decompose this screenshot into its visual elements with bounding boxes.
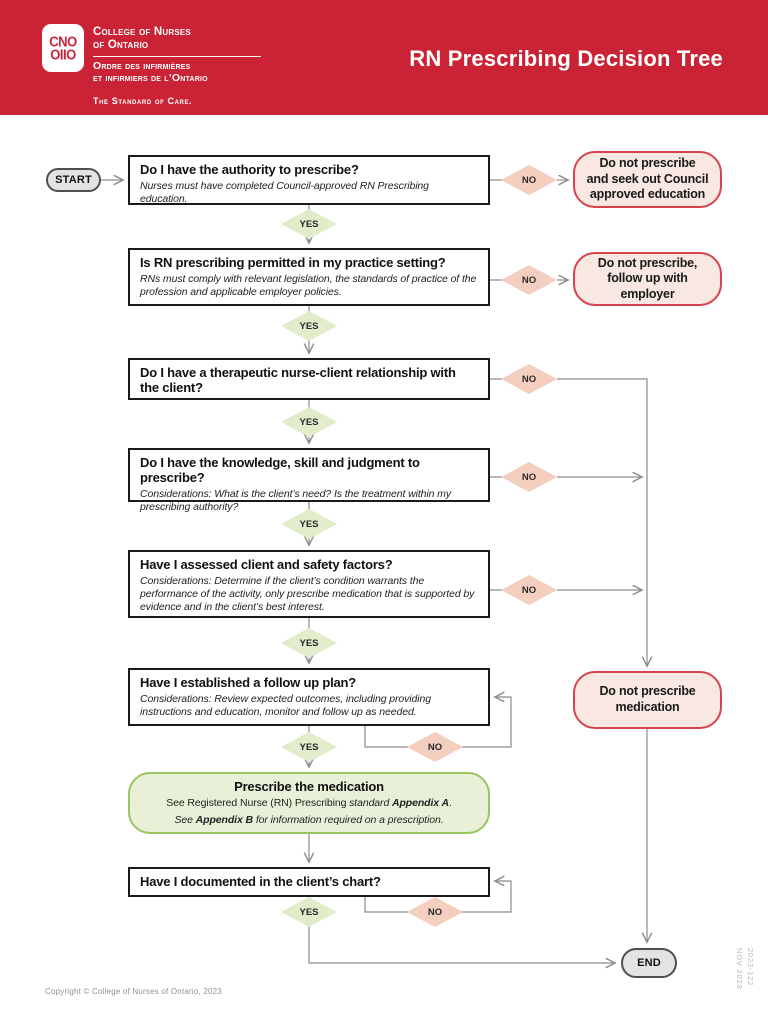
prescribe-note-line2: See Appendix B for information required … <box>174 814 443 828</box>
no-diamond: NO <box>501 462 557 492</box>
org-name-divider <box>93 55 261 57</box>
outcome-line: follow up with <box>607 271 688 286</box>
question-note: Considerations: What is the client’s nee… <box>140 487 451 513</box>
org-name-fr-line2: et infirmiers de l’Ontario <box>93 71 208 84</box>
no-diamond: NO <box>501 165 557 195</box>
document-code: NOV 2023 2023-122 <box>734 948 757 989</box>
no-diamond: NO <box>501 575 557 605</box>
note-segment: for information required on a prescripti… <box>253 813 444 826</box>
question-box-relationship: Do I have a therapeutic nurse-client rel… <box>128 358 490 400</box>
question-text: Have I documented in the client’s chart? <box>140 874 381 890</box>
start-node: START <box>46 168 101 192</box>
question-text: Is RN prescribing permitted in my practi… <box>140 255 446 270</box>
prescribe-medication-box: Prescribe the medication See Registered … <box>128 772 490 834</box>
question-text: Do I have a therapeutic nurse-client rel… <box>140 365 456 395</box>
no-diamond: NO <box>501 265 557 295</box>
outcome-line: Do not prescribe <box>599 684 696 699</box>
logo-acronym-en: CNO <box>49 33 77 50</box>
no-diamond: NO <box>501 364 557 394</box>
outcome-line: employer <box>620 286 675 301</box>
outcome-line: medication <box>615 700 680 714</box>
no-diamond: NO <box>407 897 463 927</box>
header-banner: CNO OIIO College of Nurses of Ontario Or… <box>0 0 768 115</box>
note-segment: standard <box>349 796 393 809</box>
org-name-block: College of Nurses of Ontario Ordre des i… <box>93 24 261 106</box>
question-text: Do I have the knowledge, skill and judgm… <box>140 455 420 485</box>
question-box-knowledge: Do I have the knowledge, skill and judgm… <box>128 448 490 513</box>
org-tagline: The Standard of Care. <box>93 96 193 107</box>
yes-diamond: YES <box>281 209 337 239</box>
cno-logo-icon: CNO OIIO <box>42 24 84 72</box>
note-segment: . <box>448 796 452 809</box>
document-number: 2023-122 <box>746 948 755 987</box>
note-segment: See Registered Nurse (RN) Prescribing <box>166 796 350 809</box>
question-text: Have I established a follow up plan? <box>140 675 357 690</box>
note-segment: Appendix A <box>392 796 449 809</box>
question-text: Do I have the authority to prescribe? <box>140 162 359 177</box>
page-title: RN Prescribing Decision Tree <box>409 46 723 71</box>
copyright-notice: Copyright © College of Nurses of Ontario… <box>45 987 222 996</box>
prescribe-note-line1: See Registered Nurse (RN) Prescribing st… <box>166 797 452 811</box>
yes-diamond: YES <box>281 628 337 658</box>
note-segment: Appendix B <box>195 813 253 826</box>
document-date: NOV 2023 <box>734 948 744 990</box>
yes-diamond: YES <box>281 509 337 539</box>
yes-diamond: YES <box>281 732 337 762</box>
yes-diamond: YES <box>281 407 337 437</box>
outcome-follow-up-employer: Do not prescribe, follow up with employe… <box>573 252 722 306</box>
outcome-line: Do not prescribe, <box>597 255 698 270</box>
no-diamond: NO <box>407 732 463 762</box>
question-box-authority: Do I have the authority to prescribe? Nu… <box>128 155 490 205</box>
prescribe-title: Prescribe the medication <box>234 778 384 794</box>
note-segment: See <box>174 813 196 826</box>
question-box-safety: Have I assessed client and safety factor… <box>128 550 490 618</box>
question-note: Considerations: Determine if the client’… <box>140 574 475 613</box>
yes-diamond: YES <box>281 311 337 341</box>
question-note: Considerations: Review expected outcomes… <box>140 692 431 718</box>
question-box-practice-setting: Is RN prescribing permitted in my practi… <box>128 248 490 306</box>
outcome-do-not-prescribe: Do not prescribe medication <box>573 671 722 729</box>
question-note: RNs must comply with relevant legislatio… <box>140 272 477 298</box>
cno-logo: CNO OIIO College of Nurses of Ontario Or… <box>42 24 261 106</box>
question-box-documented: Have I documented in the client’s chart? <box>128 867 490 897</box>
question-box-follow-up: Have I established a follow up plan? Con… <box>128 668 490 726</box>
outcome-line: Do not prescribe <box>599 156 696 171</box>
outcome-seek-education: Do not prescribe and seek out Council ap… <box>573 151 722 208</box>
org-name-en-line2: of Ontario <box>93 38 149 51</box>
org-name-en-line1: College of Nurses <box>93 26 191 38</box>
question-note: Nurses must have completed Council-appro… <box>140 179 429 205</box>
outcome-line: and seek out Council <box>586 171 709 186</box>
logo-acronym-fr: OIIO <box>50 46 76 63</box>
end-node: END <box>621 948 677 978</box>
outcome-line: approved education <box>589 187 706 202</box>
org-name-fr-line1: Ordre des infirmières <box>93 59 191 72</box>
question-text: Have I assessed client and safety factor… <box>140 557 393 572</box>
yes-diamond: YES <box>281 897 337 927</box>
